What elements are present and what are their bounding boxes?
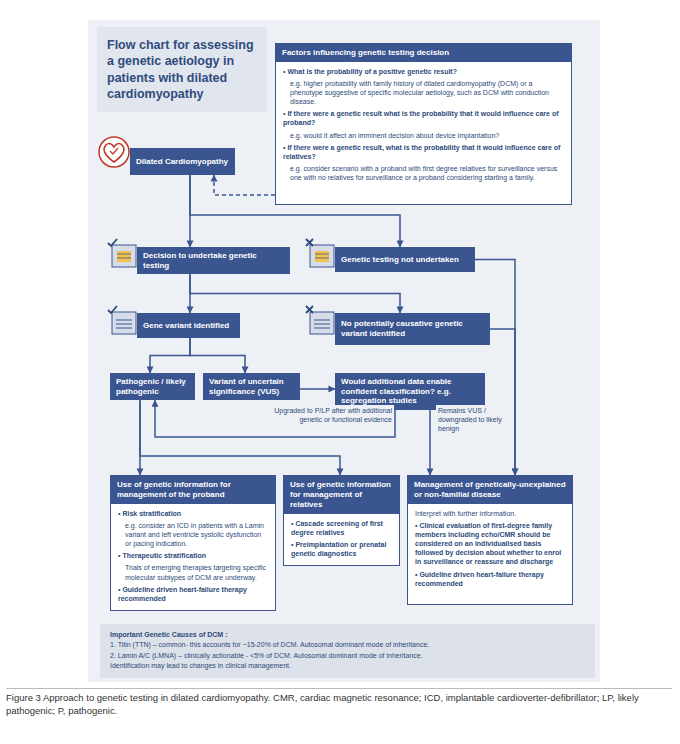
process-box: Variant of uncertain significance (VUS) <box>203 373 300 400</box>
heart-icon <box>99 137 129 167</box>
box-header: Use of genetic information for managemen… <box>284 476 399 514</box>
process-box: Gene variant identified <box>137 313 240 338</box>
figure-caption: Figure 3 Approach to genetic testing in … <box>6 688 672 718</box>
process-box: Dilated Cardiomyopathy <box>130 148 235 175</box>
node-text: • Guideline driven heart-failure therapy… <box>415 570 565 588</box>
node-text: • If there were a genetic result what is… <box>283 109 564 127</box>
flow-arrow <box>190 338 245 373</box>
node-text: Use of genetic information for managemen… <box>117 480 269 500</box>
node-text: Identification may lead to changes in cl… <box>110 661 585 670</box>
node-text: • If there were a genetic result, what i… <box>283 143 564 161</box>
edge-label: Upgraded to P/LP after with additional g… <box>262 405 394 425</box>
node-text: Dilated Cardiomyopathy <box>136 157 229 167</box>
cross-icon <box>306 239 334 267</box>
node-text: No potentially causative genetic variant… <box>341 319 484 338</box>
node-text: e.g. would it affect an imminent decisio… <box>283 131 564 140</box>
dashed-arrow <box>214 175 275 195</box>
box-header: Use of genetic information for managemen… <box>111 476 275 504</box>
node-text: Factors influencing genetic testing deci… <box>282 48 565 58</box>
node-text: Important Genetic Causes of DCM : <box>110 630 585 639</box>
box-header: Management of genetically-unexplained or… <box>408 476 572 504</box>
box-body: • Risk stratification e.g. consider an IC… <box>111 504 275 610</box>
node-text: Genetic testing not undertaken <box>341 255 469 265</box>
management-box: Management of genetically-unexplained or… <box>407 475 573 605</box>
node-text: • Preimplantation or prenatal genetic di… <box>291 540 392 558</box>
node-text: e.g. higher probability with family hist… <box>283 79 564 106</box>
node-text: • Risk stratification <box>118 509 268 518</box>
node-text: • Clinical evaluation of first-degree fa… <box>415 521 565 566</box>
flow-arrow <box>490 329 515 475</box>
factors-box: Factors influencing genetic testing deci… <box>275 43 572 205</box>
box-body: • What is the probability of a positive … <box>276 62 571 189</box>
node-text: • Guideline driven heart-failure therapy… <box>118 585 268 603</box>
node-text: 1. Titin (TTN) – common- this accounts f… <box>110 640 585 649</box>
flow-arrow <box>429 410 431 475</box>
flow-arrow <box>475 260 515 476</box>
check-icon <box>108 306 136 334</box>
node-text: 2. Lamin A/C (LMNA) – clinically actiona… <box>110 651 585 660</box>
process-box: Genetic testing not undertaken <box>335 247 475 272</box>
cross-icon <box>306 306 334 334</box>
node-text: Trials of emerging therapies targeting s… <box>118 563 268 581</box>
box-body: Interpret with further information. • Cli… <box>408 504 572 595</box>
management-box: Use of genetic information for managemen… <box>110 475 276 611</box>
node-text: Interpret with further information. <box>415 509 565 518</box>
node-text: Management of genetically-unexplained or… <box>414 480 566 500</box>
node-text: Gene variant identified <box>143 321 234 331</box>
node-text: Decision to undertake genetic testing <box>143 251 284 270</box>
box-header: Factors influencing genetic testing deci… <box>276 44 571 62</box>
box-body: • Cascade screening of first degree rela… <box>284 514 399 565</box>
flow-arrow <box>300 388 335 390</box>
process-box: Decision to undertake genetic testing <box>137 247 290 274</box>
node-text: e.g. consider an ICD in patients with a … <box>118 521 268 548</box>
note-box: Important Genetic Causes of DCM :1. Titi… <box>100 624 595 678</box>
management-box: Use of genetic information for managemen… <box>283 475 400 566</box>
node-text: • What is the probability of a positive … <box>283 67 564 76</box>
node-text: • Cascade screening of first degree rela… <box>291 519 392 537</box>
title-box: Flow chart for assessing a genetic aetio… <box>97 27 267 112</box>
node-text: Use of genetic information for managemen… <box>290 480 393 510</box>
node-text: • Therapeutic stratification <box>118 551 268 560</box>
edge-label: Remains VUS / downgraded to likely benig… <box>436 405 512 434</box>
flow-arrow <box>190 274 400 313</box>
process-box: No potentially causative genetic variant… <box>335 313 490 345</box>
node-text: Would additional data enable confident c… <box>341 377 479 406</box>
flow-arrow <box>155 400 395 437</box>
node-text: e.g. consider scenario with a proband wi… <box>283 164 564 182</box>
node-text: Variant of uncertain significance (VUS) <box>209 377 294 396</box>
node-text: Pathogenic / likely pathogenic <box>116 377 189 396</box>
node-text: Flow chart for assessing a genetic aetio… <box>107 37 257 102</box>
process-box: Pathogenic / likely pathogenic <box>110 373 195 400</box>
check-icon <box>108 239 136 267</box>
flow-arrow <box>150 338 190 373</box>
